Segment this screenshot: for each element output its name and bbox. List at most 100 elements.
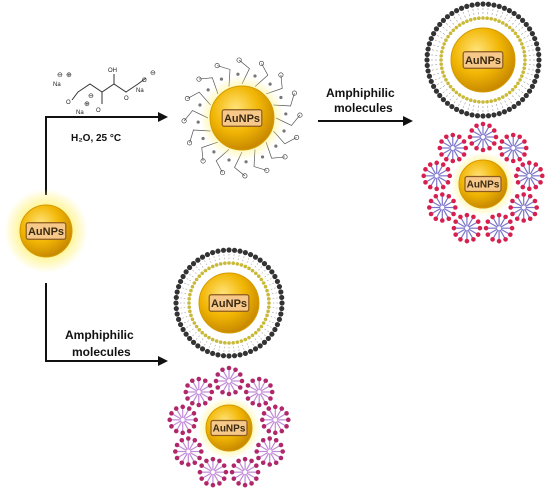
micelle: [213, 365, 245, 397]
micelle-head: [487, 145, 492, 151]
micelle-tail: [437, 166, 443, 175]
charge-symbol: ⊖: [57, 72, 63, 79]
micelle-head: [173, 428, 179, 434]
micelle-tail: [468, 222, 477, 228]
micelle-tail: [200, 385, 209, 392]
micelle-tail: [200, 392, 209, 399]
lipid-head-inner: [500, 95, 505, 99]
micelle-tail: [249, 385, 258, 392]
micelle-tail: [219, 374, 228, 381]
micelle-head: [179, 437, 185, 443]
micelle-tail: [176, 410, 183, 419]
lipid-head: [215, 352, 221, 358]
micelle-head: [174, 455, 180, 461]
micelle-head: [497, 145, 503, 151]
lipid-head-inner: [497, 19, 501, 23]
lipid-head: [496, 3, 502, 10]
lipid-head-inner: [442, 42, 446, 46]
lipid-tail: [199, 263, 202, 265]
micelle-tail: [476, 127, 483, 136]
lipid-head-inner: [250, 268, 255, 273]
lipid-head-inner: [187, 301, 191, 305]
particle-label: AuNPs: [465, 55, 501, 67]
lipid-head: [444, 14, 451, 20]
lipid-tail: [204, 343, 206, 346]
lipid-head: [535, 46, 541, 52]
micelle-tail: [172, 420, 182, 426]
micelle-tail: [489, 228, 498, 235]
micelle-head: [191, 424, 197, 429]
lipid-head-inner: [243, 337, 248, 342]
lipid-head-inner: [518, 38, 522, 43]
micelle-tail: [530, 169, 540, 176]
lipid-tail: [504, 17, 506, 20]
micelle-head: [193, 417, 199, 423]
lipid-tail: [468, 13, 470, 17]
lipid-head-inner: [522, 62, 527, 66]
micelle-head: [461, 139, 467, 144]
micelle-tail: [446, 138, 453, 147]
micelle-head: [464, 212, 470, 218]
micelle-head: [255, 469, 261, 475]
micelle-head: [464, 238, 470, 244]
lipid-tail: [526, 45, 530, 47]
lipid-head-inner: [218, 262, 223, 266]
micelle-head: [192, 437, 198, 443]
lipid-tail: [521, 91, 524, 94]
ion-dot: [212, 150, 216, 154]
micelle-tail: [229, 371, 236, 380]
lipid-tail: [205, 263, 208, 266]
lipid-tail: [442, 91, 445, 94]
micelle: [172, 436, 204, 467]
lipid-head: [426, 41, 433, 47]
micelle-head: [254, 449, 260, 454]
micelle-tail: [436, 197, 442, 207]
lipid-head-inner: [214, 263, 219, 267]
lipid-head-inner: [477, 16, 481, 21]
micelle-tail: [192, 393, 199, 402]
micelle-tail: [513, 201, 523, 208]
lipid-head-inner: [448, 31, 453, 36]
lipid-tail: [456, 19, 458, 22]
micelle-tail: [183, 410, 189, 419]
group-label: O: [124, 96, 129, 102]
lipid-head: [424, 51, 430, 58]
micelle-head: [269, 389, 275, 395]
lipid-tail: [456, 98, 458, 101]
charge-mark: [181, 118, 187, 124]
ion-label: Na: [53, 82, 61, 88]
micelle-head: [167, 417, 173, 423]
lipid-head-inner: [243, 264, 248, 269]
micelle-head: [180, 430, 186, 436]
lipid-head-inner: [510, 28, 515, 33]
lipid-head-inner: [520, 74, 524, 78]
label-box: [208, 294, 250, 312]
lipid-head-inner: [189, 288, 193, 293]
micelle-tail: [446, 149, 453, 158]
gold-nanoparticle: AuNPs: [198, 272, 260, 334]
lipid-tail: [440, 37, 443, 39]
lipid-head-inner: [493, 98, 497, 102]
micelle-head: [185, 396, 190, 401]
lipid-head-inner: [516, 81, 520, 86]
lipid-head-inner: [203, 268, 208, 273]
lipid-head: [474, 1, 481, 7]
lipid-head-inner: [504, 23, 509, 27]
micelle-head: [278, 455, 284, 461]
lipid-head: [274, 321, 281, 328]
ion-dot: [284, 112, 288, 116]
micelle-head: [236, 481, 241, 486]
charge-mark: [278, 72, 284, 78]
micelle-tail: [260, 392, 270, 399]
micelle-head: [487, 123, 492, 129]
lipid-tail: [264, 276, 266, 278]
micelle: [259, 404, 291, 436]
micelle-head: [503, 214, 508, 220]
lipid-tail: [521, 26, 524, 29]
micelle-head: [532, 211, 538, 217]
lipid-head-inner: [444, 77, 448, 82]
lipid-head-inner: [200, 330, 205, 335]
lipid-tail: [446, 95, 448, 97]
lipid-tail: [267, 273, 269, 276]
amphiphilic-label-top-line2: molecules: [334, 101, 393, 115]
